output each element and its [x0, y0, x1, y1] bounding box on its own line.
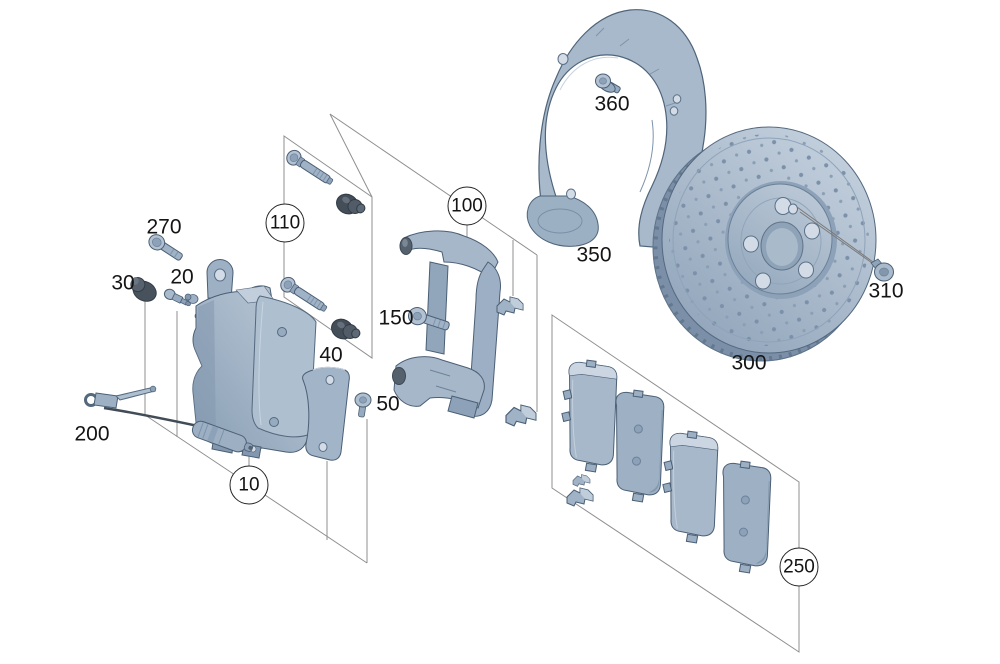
kit-box-110	[283, 135, 373, 359]
bolt-270[interactable]	[146, 232, 185, 265]
kit-box-250	[551, 314, 800, 653]
cover-plate-40[interactable]	[302, 366, 350, 461]
callout-360[interactable]: 360	[594, 92, 630, 116]
shield-hole	[672, 94, 682, 104]
callout-50[interactable]: 50	[376, 392, 400, 416]
callout-300[interactable]: 300	[731, 351, 767, 375]
callout-40[interactable]: 40	[319, 343, 343, 367]
pad-clip[interactable]	[496, 296, 524, 316]
screw-50[interactable]	[354, 392, 372, 418]
brake-pad-set-250[interactable]	[559, 358, 775, 575]
callout-100[interactable]: 100	[447, 186, 487, 226]
wear-sensor-200[interactable]	[84, 385, 256, 456]
shield-hole	[669, 106, 679, 116]
shield-screw-360[interactable]	[595, 73, 621, 95]
pad-clip[interactable]	[505, 404, 537, 427]
bleeder-valve-20[interactable]	[163, 287, 193, 308]
set-screw-310[interactable]	[870, 258, 894, 282]
callout-20[interactable]: 20	[170, 265, 194, 289]
callout-250[interactable]: 250	[779, 547, 819, 587]
callout-110[interactable]: 110	[265, 203, 305, 243]
pad-clip	[572, 474, 591, 487]
callout-150[interactable]: 150	[378, 306, 414, 330]
callout-310[interactable]: 310	[868, 279, 904, 303]
callout-200[interactable]: 200	[74, 422, 110, 446]
callout-270[interactable]: 270	[146, 215, 182, 239]
dust-cap-30[interactable]	[126, 275, 160, 305]
brake-caliper-10[interactable]	[184, 259, 317, 459]
callout-10[interactable]: 10	[229, 465, 269, 505]
shield-hole	[566, 188, 576, 200]
brake-disc-300[interactable]	[652, 126, 877, 362]
callout-350[interactable]: 350	[576, 243, 612, 267]
set-screw-hole	[788, 203, 798, 215]
lug-holes	[743, 197, 820, 290]
callout-30[interactable]: 30	[111, 271, 135, 295]
bolt-150[interactable]	[406, 305, 451, 334]
pad-clip	[566, 487, 594, 507]
shield-hole	[557, 53, 569, 65]
splash-shield-350[interactable]	[526, 9, 707, 250]
caliper-carrier-100[interactable]	[392, 230, 501, 419]
set-screw-leader	[796, 206, 876, 266]
